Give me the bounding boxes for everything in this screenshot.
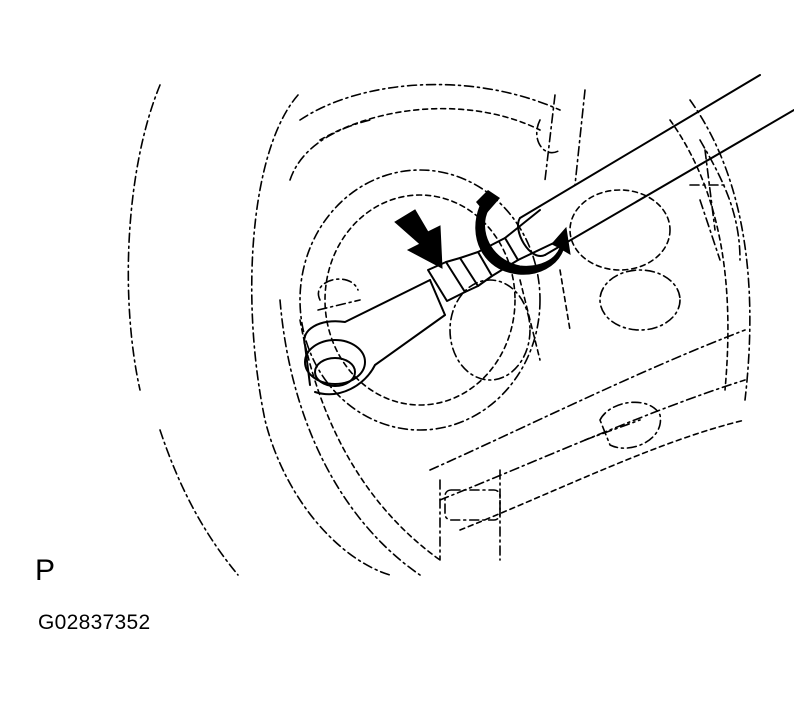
tire-outline [127,84,391,576]
illustration-code: G02837352 [38,611,151,634]
push-arrow-icon [394,209,443,269]
rotation-arrow-icon [475,190,571,275]
strut-assembly [519,89,726,361]
lower-control-arm [429,329,746,561]
ball-joint-boot [317,278,361,311]
brake-rotor [299,169,681,431]
wheel-arch [279,83,751,576]
tie-rod-end [303,279,446,396]
wrench-handle [517,74,794,257]
view-label: P [35,554,56,587]
